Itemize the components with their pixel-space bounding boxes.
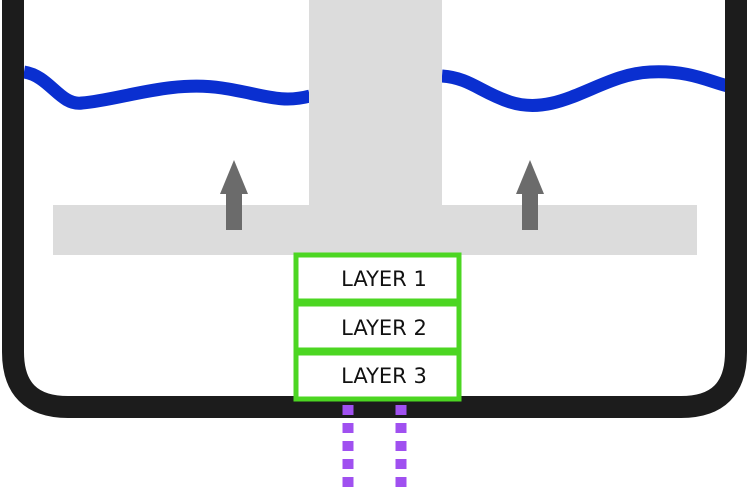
layer-label: LAYER 3 <box>341 364 427 388</box>
platform-column <box>309 0 442 212</box>
layer-label: LAYER 1 <box>341 267 427 291</box>
layer-box <box>293 301 462 353</box>
resin-surface-right <box>441 65 730 112</box>
layer-label: LAYER 2 <box>341 316 427 340</box>
resin-surface-left <box>22 65 312 110</box>
resin-vat <box>2 0 747 418</box>
arrow-up-icon-right <box>516 160 544 230</box>
layer-box <box>293 252 462 304</box>
build-platform <box>53 205 697 255</box>
arrow-up-icon-left <box>220 160 248 230</box>
layer-stack: LAYER 1 LAYER 2 LAYER 3 <box>293 252 462 402</box>
layer-box <box>293 350 462 402</box>
